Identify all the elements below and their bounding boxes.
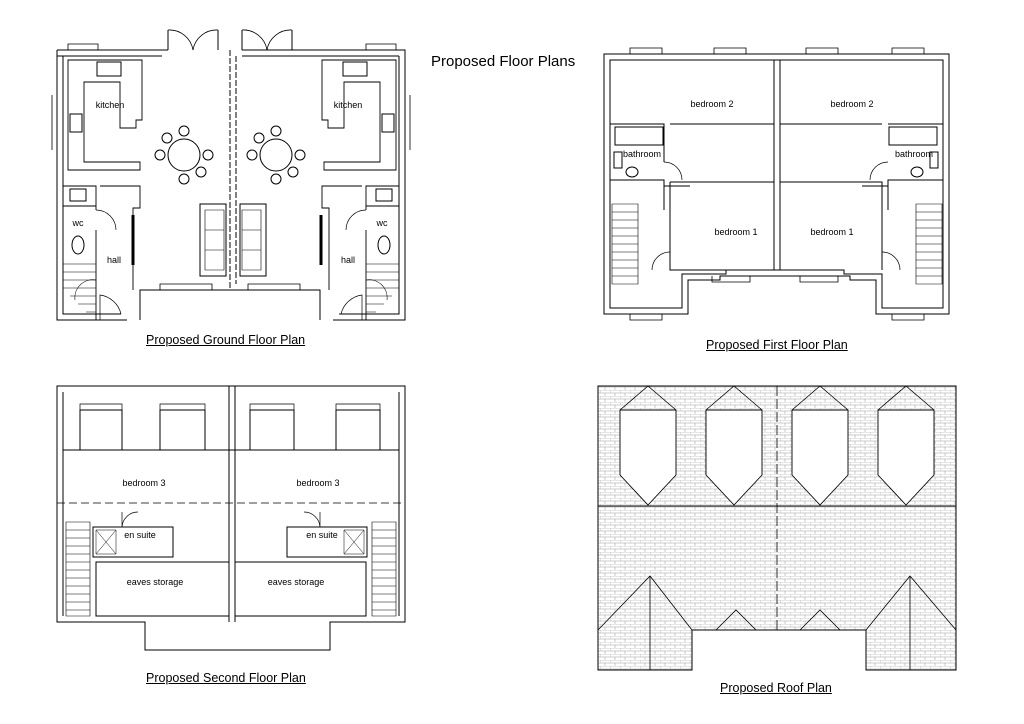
roof-plan (597, 385, 957, 671)
second-floor-title: Proposed Second Floor Plan (146, 671, 306, 685)
room-label-hall-left: hall (106, 255, 122, 265)
ground-floor-plan (51, 29, 411, 321)
ground-floor-title: Proposed Ground Floor Plan (146, 333, 306, 347)
room-label-bathroom-left: bathroom (622, 149, 662, 159)
sheet-title: Proposed Floor Plans (431, 53, 576, 70)
room-label-eaves-storage-right: eaves storage (267, 577, 325, 587)
room-label-bedroom-3-left: bedroom 3 (122, 478, 166, 488)
room-label-bathroom-right: bathroom (894, 149, 934, 159)
room-label-kitchen-left: kitchen (95, 100, 125, 110)
room-label-en-suite-left: en suite (124, 530, 156, 540)
room-label-eaves-storage-left: eaves storage (126, 577, 184, 587)
second-floor-plan (56, 385, 406, 651)
room-label-bedroom-2-left: bedroom 2 (690, 99, 734, 109)
room-label-bedroom-1-right: bedroom 1 (810, 227, 854, 237)
room-label-hall-right: hall (340, 255, 356, 265)
first-floor-title: Proposed First Floor Plan (706, 338, 848, 352)
room-label-bedroom-3-right: bedroom 3 (296, 478, 340, 488)
first-floor-plan (603, 47, 950, 321)
room-label-wc-right: wc (376, 218, 388, 228)
room-label-bedroom-2-right: bedroom 2 (830, 99, 874, 109)
room-label-kitchen-right: kitchen (333, 100, 363, 110)
room-label-bedroom-1-left: bedroom 1 (714, 227, 758, 237)
roof-plan-title: Proposed Roof Plan (720, 681, 832, 695)
room-label-wc-left: wc (72, 218, 84, 228)
room-label-en-suite-right: en suite (306, 530, 338, 540)
